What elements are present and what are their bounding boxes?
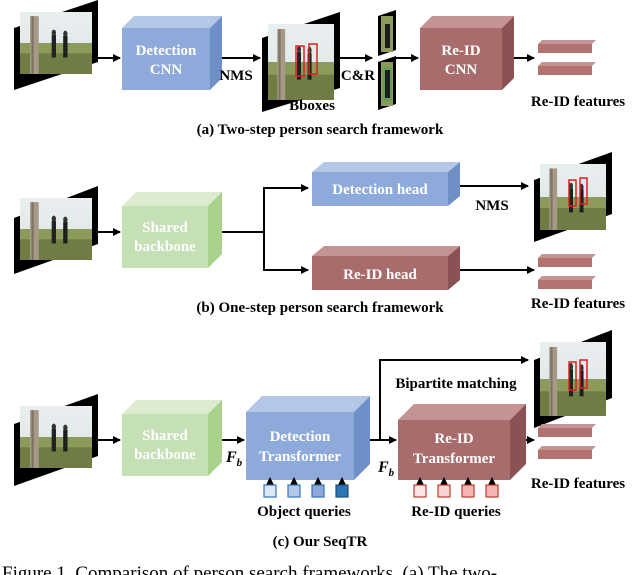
detection-transformer-label-line1: Detection [270,429,331,445]
reid-transformer-label-line1: Re-ID [434,431,473,447]
panel-c-caption: (c) Our SeqTR [273,534,368,550]
panel-b-caption: (b) One-step person search framework [196,300,444,316]
reid-cnn-block: Re-ID CNN [420,16,514,90]
shared-backbone-label-line2: backbone [134,447,196,463]
detection-cnn-block: Detection CNN [122,16,222,90]
cropped-person-crops [378,10,396,110]
reid-queries [413,477,499,498]
panel-a-caption: (a) Two-step person search framework [197,122,444,138]
reid-feature-bars [538,424,596,459]
arrow-to-reid-head [263,232,309,274]
reid-cnn-label-line1: Re-ID [441,43,480,59]
reid-transformer-label-line2: Transformer [413,451,496,467]
shared-backbone-block: Shared backbone [122,192,222,268]
panel-a: Detection CNN NMS Bboxes C&R [14,0,625,138]
shared-backbone-label-line2: backbone [134,239,196,255]
detection-head-label: Detection head [332,182,428,198]
reid-transformer-block: Re-ID Transformer [398,404,526,480]
bipartite-matching-label: Bipartite matching [395,376,517,392]
arrow-to-detection-head [222,184,309,233]
panel-b-input-image [14,186,98,274]
fb-symbol-1: Fb [225,449,243,469]
panel-b: Shared backbone Detection head NMS Re-ID… [14,152,625,316]
shared-backbone-label-line1: Shared [142,428,188,444]
object-queries [263,477,349,498]
reid-queries-label: Re-ID queries [411,504,501,520]
panel-a-bbox-image [262,12,340,112]
panel-c-input-image [14,394,98,486]
bboxes-label: Bboxes [289,98,335,114]
crop-resize-label: C&R [341,68,375,84]
reid-head-block: Re-ID head [312,246,460,290]
figure-caption: Figure 1. Comparison of person search fr… [2,563,497,575]
shared-backbone-block: Shared backbone [122,400,222,476]
nms-label: NMS [219,68,252,84]
panel-b-output-image [534,152,612,242]
reid-cnn-label-line2: CNN [445,62,478,78]
reid-feature-bars [538,254,596,289]
reid-head-label: Re-ID head [343,267,417,283]
reid-feature-bars [538,40,596,75]
detection-head-block: Detection head [312,162,460,206]
nms-label: NMS [475,198,508,214]
detection-cnn-label-line2: CNN [150,62,183,78]
reid-features-label: Re-ID features [531,296,625,312]
panel-a-input-image [14,0,98,90]
detection-transformer-label-line2: Transformer [259,449,342,465]
panel-c-output-image [534,330,612,428]
detection-transformer-block: Detection Transformer [246,396,370,480]
object-queries-label: Object queries [257,504,351,520]
detection-cnn-label-line1: Detection [136,43,197,59]
shared-backbone-label-line1: Shared [142,220,188,236]
fb-symbol-2: Fb [377,459,395,479]
reid-features-label: Re-ID features [531,476,625,492]
reid-features-label: Re-ID features [531,94,625,110]
panel-c: Shared backbone Fb Detection Transformer… [14,330,625,550]
